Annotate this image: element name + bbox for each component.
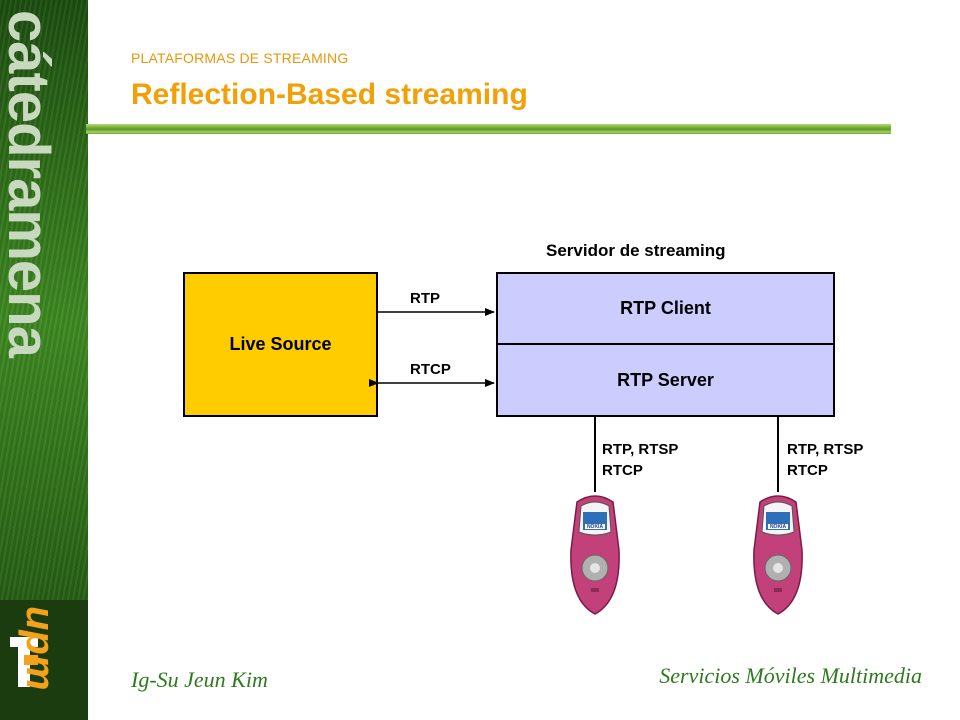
client2-protocols: RTP, RTSP [787, 441, 864, 458]
title-divider [86, 124, 891, 134]
mobile-phone-icon: NOKIA [570, 495, 620, 615]
live-source-box: Live Source [183, 272, 378, 417]
client1-protocols: RTP, RTSP [602, 441, 679, 458]
section-subtitle: PLATAFORMAS DE STREAMING [131, 50, 349, 66]
rtcp-link-label: RTCP [410, 361, 451, 378]
upm-logo-block [0, 600, 88, 720]
phone-brand-label: NOKIA [587, 524, 604, 530]
upm-logo-text: upm [18, 606, 62, 691]
phone-brand-label: NOKIA [770, 524, 787, 530]
client2-control: RTCP [787, 462, 828, 479]
upm-emblem-icon [10, 637, 38, 687]
course-name: Servicios Móviles Multimedia [659, 663, 922, 688]
rtp-client-box: RTP Client [496, 272, 835, 345]
server-group-label: Servidor de streaming [546, 241, 726, 260]
rtp-link-label: RTP [410, 290, 440, 307]
catedra-logo: cátedramena [0, 10, 62, 357]
rtp-client-label: RTP Client [620, 298, 711, 318]
author-name: Ig-Su Jeun Kim [131, 667, 268, 692]
mobile-phone-icon: NOKIA [753, 495, 803, 615]
logo-main-text: cátedramena [0, 10, 61, 357]
page-title: Reflection-Based streaming [131, 78, 528, 111]
client1-control: RTCP [602, 462, 643, 479]
live-source-label: Live Source [229, 334, 332, 354]
rtp-server-label: RTP Server [617, 369, 714, 390]
sidebar-branding-band: cátedramena upm [0, 0, 88, 720]
rtp-server-box: RTP Server [496, 343, 835, 417]
